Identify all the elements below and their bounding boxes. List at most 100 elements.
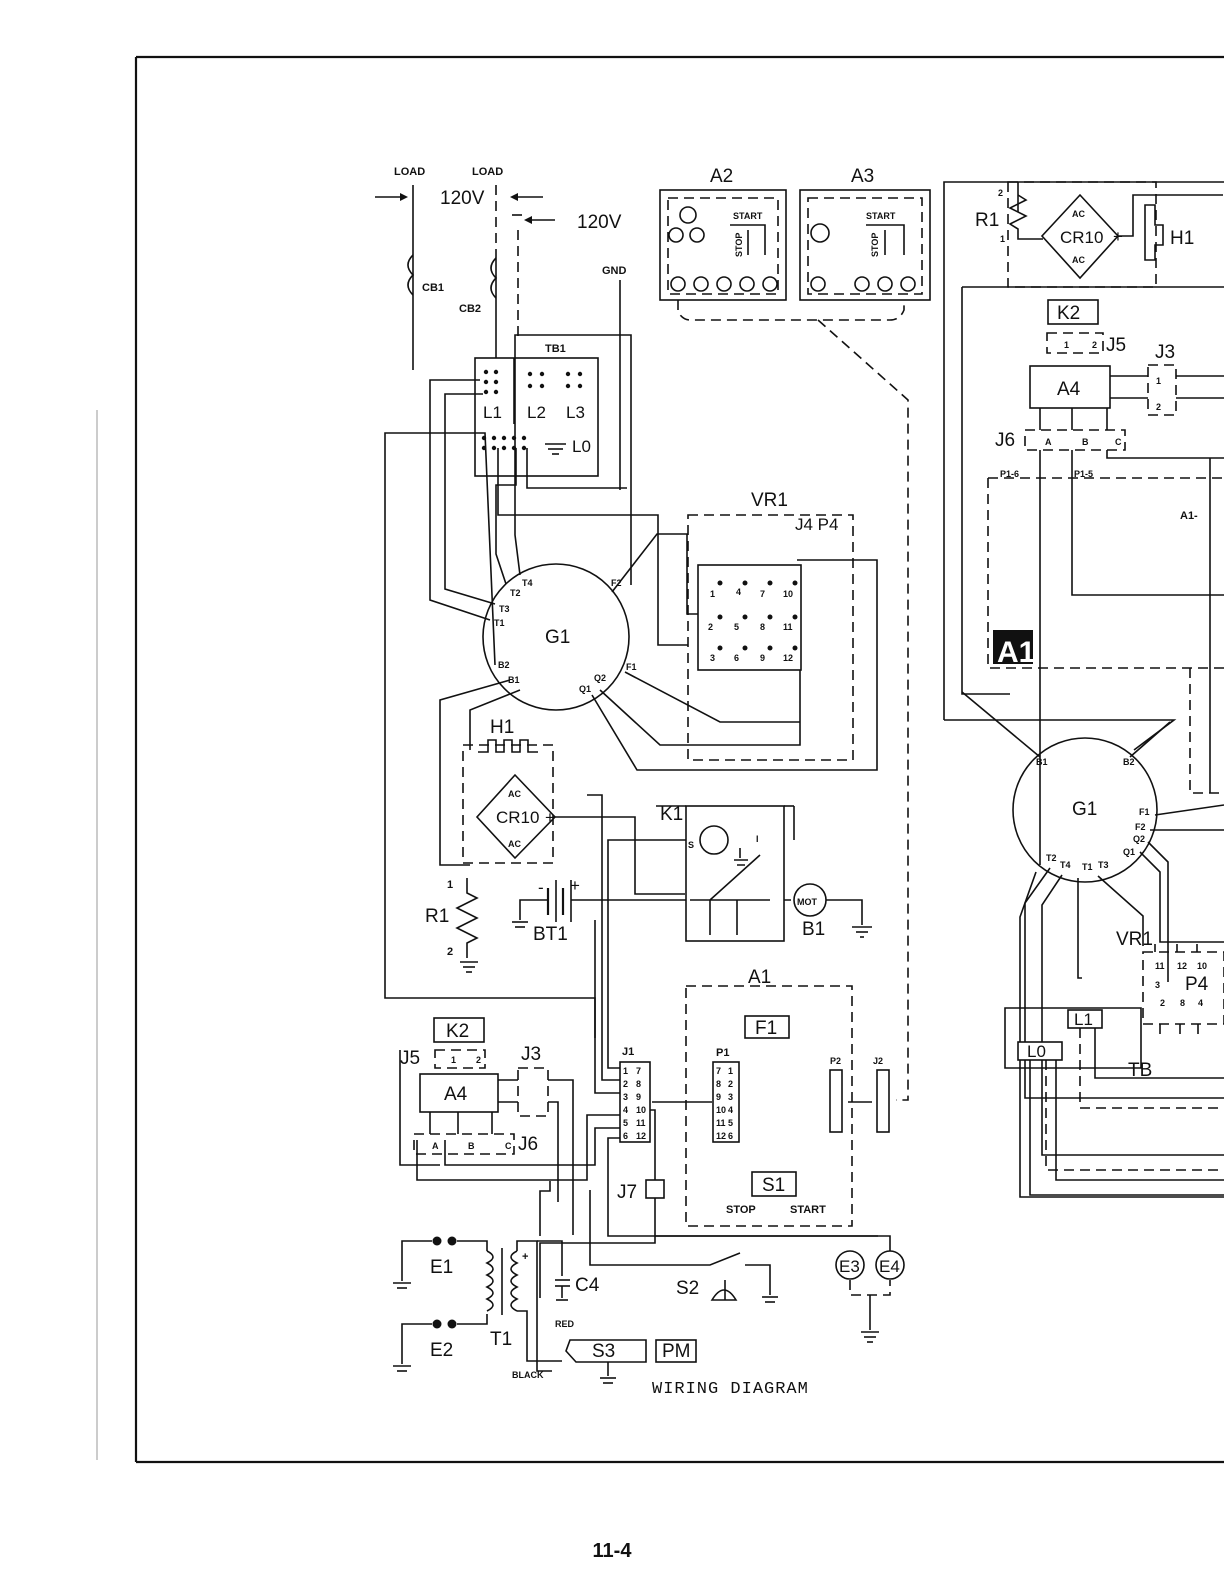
g1-lead-t2: T2	[510, 588, 521, 598]
r1-right-pin-1: 1	[1000, 234, 1005, 244]
svg-text:4: 4	[728, 1105, 733, 1115]
j3-right-label: J3	[1155, 342, 1175, 363]
tb1-label: TB1	[545, 343, 566, 355]
g1-lead-t1: T1	[494, 618, 505, 628]
k2-right-label: K2	[1057, 303, 1080, 324]
a4-j5-pin-1: 1	[451, 1055, 456, 1065]
rectifier-cr10	[475, 773, 557, 860]
voltage-regulator-vr1-right	[1142, 951, 1224, 1025]
g1-right-q2: Q2	[1133, 834, 1145, 844]
r1-label: R1	[425, 906, 449, 927]
a1-p1-label: P1	[716, 1047, 729, 1059]
tb1-terminal-l2: L2	[527, 403, 546, 422]
g1-right-q1: Q1	[1123, 847, 1135, 857]
k1-label: K1	[660, 804, 683, 825]
heater-h1	[478, 739, 538, 753]
h1-right-label: H1	[1170, 228, 1194, 249]
a1-switch-s1	[751, 1171, 797, 1197]
g1-right-t4: T4	[1060, 860, 1071, 870]
svg-text:1: 1	[710, 589, 715, 599]
rectifier-cr10-right	[1040, 193, 1120, 280]
vr1-connector-block	[697, 564, 802, 671]
svg-text:5: 5	[728, 1118, 733, 1128]
cr10-label: CR10	[496, 808, 539, 827]
vr1-right-pin-8: 8	[1180, 998, 1185, 1008]
svg-text:9: 9	[716, 1092, 721, 1102]
cr10-right-label: CR10	[1060, 228, 1103, 247]
j3-right-pin-2: 2	[1156, 402, 1161, 412]
wire-red: RED	[555, 1319, 575, 1329]
cb2-label: CB2	[459, 303, 481, 315]
a3-stop: STOP	[870, 233, 880, 257]
g1-lead-b2: B2	[498, 660, 510, 670]
r1-pin-2: 2	[447, 946, 453, 958]
a1-right-partial: A1-	[1180, 510, 1198, 522]
vr1-right-pin-11: 11	[1155, 961, 1165, 971]
a4-j6-pin-c: C	[505, 1141, 512, 1151]
bt1-plus: +	[570, 876, 580, 895]
a4-label: A4	[444, 1084, 468, 1105]
svg-text:12: 12	[636, 1131, 646, 1141]
svg-text:3: 3	[623, 1092, 628, 1102]
svg-text:1: 1	[623, 1066, 628, 1076]
control-box-a3	[799, 189, 931, 301]
cr10-plus: +	[545, 808, 555, 827]
g1-lead-q1: Q1	[579, 684, 591, 694]
control-box-a2	[659, 189, 787, 301]
cr10-right-ac-bottom: AC	[1072, 255, 1085, 265]
connector-j3-right	[1147, 364, 1177, 416]
svg-text:5: 5	[734, 622, 739, 632]
g1-right-t1: T1	[1082, 862, 1093, 872]
vr1-right-pin-12: 12	[1177, 961, 1187, 971]
svg-text:3: 3	[728, 1092, 733, 1102]
r1-right-pin-2: 2	[998, 188, 1003, 198]
cr10-ac-bottom: AC	[508, 839, 521, 849]
a4-j6-pin-a: A	[432, 1141, 439, 1151]
tb1-terminal-l1: L1	[483, 403, 502, 422]
g1-label: G1	[545, 627, 570, 648]
g1-right-t2: T2	[1046, 853, 1057, 863]
svg-text:6: 6	[734, 653, 739, 663]
capacitor-c4: C4	[575, 1275, 600, 1296]
transformer-t1-secondary	[510, 1250, 519, 1312]
switch-s3-label: S3	[592, 1341, 615, 1362]
right-diagram: 2 1 R1 CR10 AC AC + H1 K2 1 2 J5 J3 1 2 …	[943, 181, 1224, 1198]
a2-terminals	[670, 276, 778, 292]
bt1-minus: -	[538, 878, 544, 897]
a1-switch-start: START	[790, 1204, 826, 1216]
a1-switch-label: S1	[762, 1175, 785, 1196]
e4-label: E4	[879, 1257, 900, 1276]
page-number: 11-4	[592, 1540, 632, 1562]
j1-label: J1	[622, 1046, 634, 1058]
g1-lead-f2: F2	[611, 578, 622, 588]
a1-label: A1	[748, 967, 771, 988]
svg-text:10: 10	[783, 589, 793, 599]
svg-text:7: 7	[760, 589, 765, 599]
a4-relay-k2	[433, 1017, 485, 1043]
connector-j6-right	[1024, 429, 1126, 451]
g1-right-label: G1	[1072, 799, 1097, 820]
j5-right-pin-1: 1	[1064, 340, 1069, 350]
tb1-terminal-dots	[481, 369, 583, 451]
module-a4	[419, 1073, 499, 1113]
b1-label: B1	[802, 919, 825, 940]
a1-p2-label: P2	[830, 1056, 841, 1066]
a4-j6-pin-b: B	[468, 1141, 475, 1151]
vr1-label: VR1	[751, 490, 788, 511]
battery-bt1	[546, 880, 572, 922]
module-a4-right	[1029, 365, 1111, 409]
vr1-right-pin-4: 4	[1198, 998, 1203, 1008]
a1-switch-stop: STOP	[726, 1204, 756, 1216]
relay-k1	[685, 805, 785, 942]
cr10-right-ac-top: AC	[1072, 209, 1085, 219]
a4-k2-label: K2	[446, 1021, 469, 1042]
p4-right-label: P4	[1185, 974, 1209, 995]
g1-right-f1: F1	[1139, 807, 1150, 817]
switch-s2-contacts	[589, 1190, 771, 1295]
a4-connector-j6	[413, 1133, 515, 1155]
left-diagram: LOAD LOAD 120V 120V GND CB1 CB2 TB1 L1 L…	[375, 166, 931, 1399]
g1-lead-f1: F1	[626, 662, 637, 672]
j7-label: J7	[617, 1182, 637, 1203]
svg-text:11: 11	[783, 622, 793, 632]
